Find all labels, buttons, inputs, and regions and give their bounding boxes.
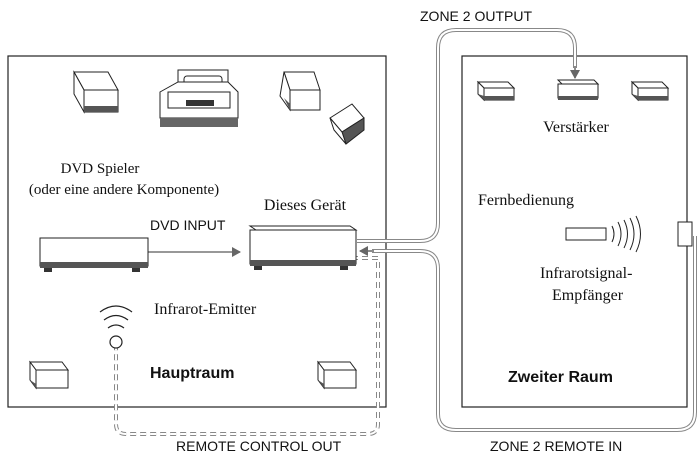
remote-control-out-cable [114, 256, 380, 436]
ir-receiver-sublabel: Empfänger [552, 287, 624, 304]
dvd-input-label: DVD INPUT [150, 217, 226, 233]
remote-control-out-label: REMOTE CONTROL OUT [176, 438, 342, 454]
dvd-player-sublabel: (oder eine andere Komponente) [29, 182, 219, 198]
ir-emitter-icon [99, 305, 133, 349]
ir-sensor-icon [677, 221, 693, 247]
speaker-icon [630, 80, 670, 102]
amplifier-label: Verstärker [543, 119, 609, 136]
dvd-player-label: DVD Spieler [61, 161, 140, 177]
tv-icon [159, 69, 239, 127]
ir-receiver-label: Infrarotsignal- [540, 265, 632, 282]
speaker-icon [317, 360, 357, 390]
speaker-icon [476, 80, 516, 102]
ir-emitter-label: Infrarot-Emitter [154, 301, 257, 318]
main-room-frame [7, 55, 387, 408]
main-room-label: Hauptraum [150, 365, 234, 382]
zone2-remote-in-label: ZONE 2 REMOTE IN [490, 438, 622, 454]
zone2-output-label: ZONE 2 OUTPUT [420, 8, 532, 24]
dvd-player-icon [39, 237, 149, 272]
this-unit-label: Dieses Gerät [264, 197, 347, 214]
receiver-icon [248, 225, 358, 270]
speaker-icon [73, 70, 119, 114]
remote-label: Fernbedienung [478, 192, 574, 209]
second-room-label: Zweiter Raum [508, 369, 613, 386]
speaker-icon [29, 360, 69, 390]
speaker-icon [279, 71, 321, 112]
amplifier-icon [556, 79, 600, 100]
remote-control-icon [565, 215, 641, 253]
zone2-remote-in-cable [372, 236, 697, 432]
speaker-icon [329, 103, 365, 145]
